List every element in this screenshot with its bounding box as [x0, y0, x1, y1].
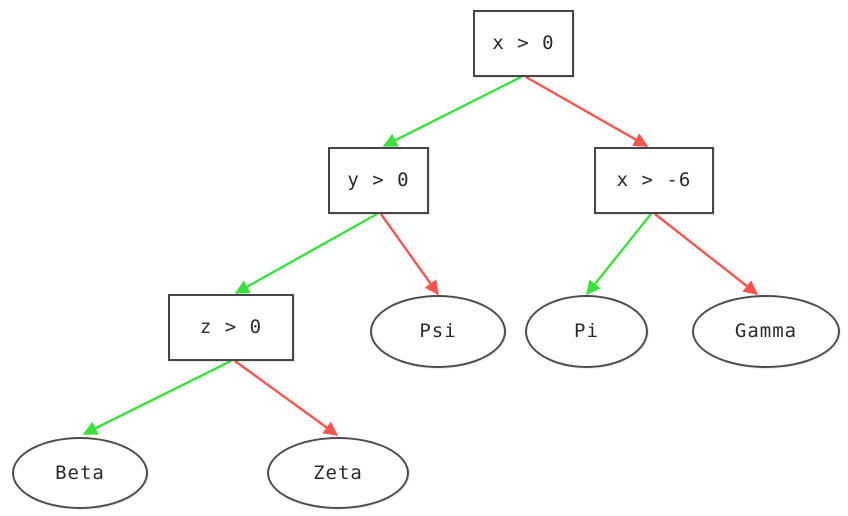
- edge-y-to-z: [234, 212, 378, 295]
- node-label-x6_node: x > -6: [616, 169, 692, 191]
- node-label-z_node: z > 0: [199, 316, 263, 338]
- edge-y-to-psi: [380, 213, 439, 296]
- node-label-zeta_leaf: Zeta: [313, 461, 363, 484]
- node-label-y_node: y > 0: [347, 169, 410, 191]
- node-x6_node[interactable]: x > -6: [594, 147, 714, 214]
- edge-z-to-beta: [82, 359, 232, 436]
- edge-root-to-y: [382, 75, 522, 148]
- node-gamma_leaf[interactable]: Gamma: [692, 295, 840, 368]
- node-label-pi_leaf: Pi: [574, 320, 599, 342]
- node-y_node[interactable]: y > 0: [328, 147, 429, 214]
- edge-x6-to-pi: [586, 213, 652, 296]
- node-pi_leaf[interactable]: Pi: [525, 295, 648, 368]
- node-z_node[interactable]: z > 0: [168, 294, 294, 361]
- node-beta_leaf[interactable]: Beta: [12, 437, 148, 509]
- node-psi_leaf[interactable]: Psi: [370, 295, 506, 368]
- node-root[interactable]: x > 0: [473, 10, 574, 77]
- edge-root-to-x6: [525, 75, 649, 148]
- edge-z-to-zeta: [234, 360, 339, 436]
- node-label-beta_leaf: Beta: [55, 461, 105, 484]
- edges-group: [82, 75, 759, 436]
- node-label-gamma_leaf: Gamma: [734, 320, 798, 342]
- node-label-root: x > 0: [492, 32, 555, 54]
- node-zeta_leaf[interactable]: Zeta: [267, 437, 409, 509]
- edge-x6-to-gamma: [654, 213, 759, 295]
- node-label-psi_leaf: Psi: [419, 320, 457, 342]
